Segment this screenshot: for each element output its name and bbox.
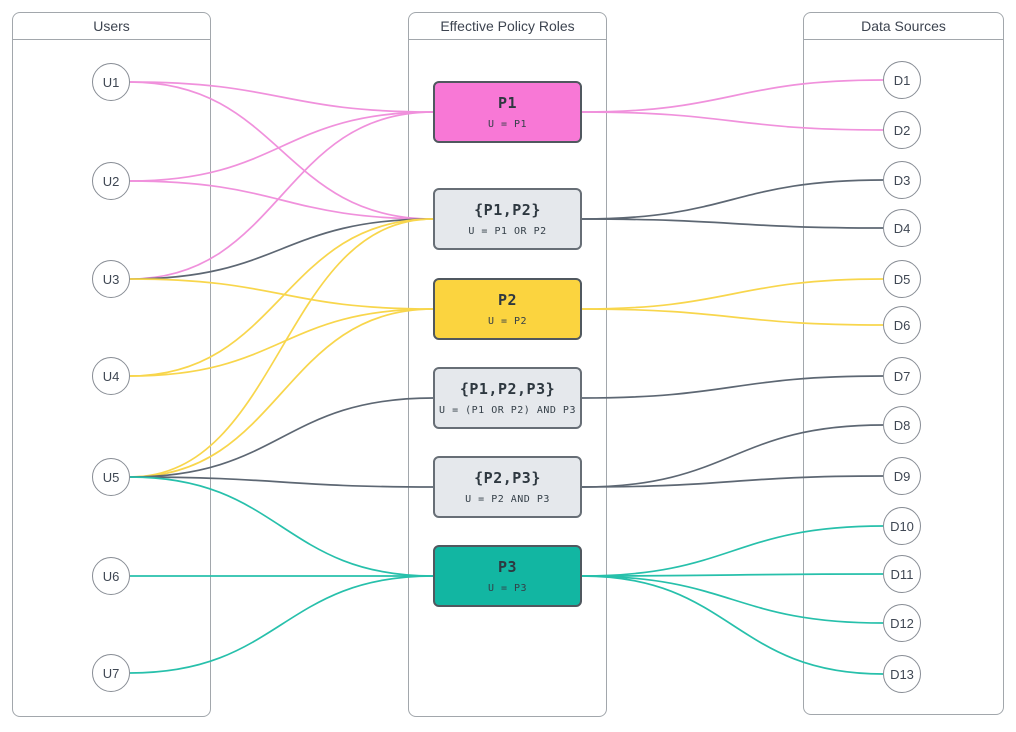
user-node-label: U4 bbox=[102, 368, 120, 384]
role-title: {P2,P3} bbox=[474, 469, 541, 487]
source-node-label: D1 bbox=[893, 72, 911, 88]
role-box-R_P1[interactable]: P1 U = P1 bbox=[433, 81, 582, 143]
source-node-label: D7 bbox=[893, 368, 911, 384]
source-node-D10[interactable]: D10 bbox=[883, 507, 921, 545]
role-title: P2 bbox=[497, 291, 518, 309]
user-node-U6[interactable]: U6 bbox=[92, 557, 130, 595]
source-node-D7[interactable]: D7 bbox=[883, 357, 921, 395]
source-node-label: D5 bbox=[893, 271, 911, 287]
source-node-D5[interactable]: D5 bbox=[883, 260, 921, 298]
source-node-label: D6 bbox=[893, 317, 911, 333]
role-subtitle: U = P2 bbox=[487, 316, 528, 327]
source-node-D6[interactable]: D6 bbox=[883, 306, 921, 344]
user-node-label: U2 bbox=[102, 173, 120, 189]
user-node-U4[interactable]: U4 bbox=[92, 357, 130, 395]
user-node-label: U6 bbox=[102, 568, 120, 584]
source-node-label: D9 bbox=[893, 468, 911, 484]
source-node-D3[interactable]: D3 bbox=[883, 161, 921, 199]
roles-panel-title: Effective Policy Roles bbox=[409, 13, 606, 40]
source-node-label: D8 bbox=[893, 417, 911, 433]
user-node-label: U5 bbox=[102, 469, 120, 485]
role-title: P1 bbox=[497, 94, 518, 112]
source-node-label: D3 bbox=[893, 172, 911, 188]
source-node-D13[interactable]: D13 bbox=[883, 655, 921, 693]
role-title: P3 bbox=[497, 558, 518, 576]
source-node-D2[interactable]: D2 bbox=[883, 111, 921, 149]
role-subtitle: U = P2 AND P3 bbox=[465, 494, 550, 505]
source-node-D11[interactable]: D11 bbox=[883, 555, 921, 593]
role-box-R_P1P2P3[interactable]: {P1,P2,P3} U = (P1 OR P2) AND P3 bbox=[433, 367, 582, 429]
role-subtitle: U = P1 OR P2 bbox=[468, 226, 547, 237]
role-box-R_P3[interactable]: P3 U = P3 bbox=[433, 545, 582, 607]
source-node-D9[interactable]: D9 bbox=[883, 457, 921, 495]
role-box-R_P1P2[interactable]: {P1,P2} U = P1 OR P2 bbox=[433, 188, 582, 250]
users-panel-title: Users bbox=[13, 13, 210, 40]
role-subtitle: U = (P1 OR P2) AND P3 bbox=[439, 405, 576, 416]
user-node-label: U3 bbox=[102, 271, 120, 287]
user-node-label: U1 bbox=[102, 74, 120, 90]
source-node-D1[interactable]: D1 bbox=[883, 61, 921, 99]
role-title: {P1,P2} bbox=[474, 201, 541, 219]
role-subtitle: U = P3 bbox=[487, 583, 528, 594]
role-box-R_P2[interactable]: P2 U = P2 bbox=[433, 278, 582, 340]
source-node-label: D10 bbox=[890, 518, 914, 534]
source-node-label: D2 bbox=[893, 122, 911, 138]
user-node-U5[interactable]: U5 bbox=[92, 458, 130, 496]
user-node-U3[interactable]: U3 bbox=[92, 260, 130, 298]
source-node-D8[interactable]: D8 bbox=[883, 406, 921, 444]
user-node-U1[interactable]: U1 bbox=[92, 63, 130, 101]
source-node-label: D12 bbox=[890, 615, 914, 631]
sources-panel-title: Data Sources bbox=[804, 13, 1003, 40]
source-node-D12[interactable]: D12 bbox=[883, 604, 921, 642]
role-subtitle: U = P1 bbox=[487, 119, 528, 130]
source-node-D4[interactable]: D4 bbox=[883, 209, 921, 247]
user-node-U2[interactable]: U2 bbox=[92, 162, 130, 200]
source-node-label: D11 bbox=[890, 566, 914, 582]
role-title: {P1,P2,P3} bbox=[459, 380, 556, 398]
source-node-label: D4 bbox=[893, 220, 911, 236]
source-node-label: D13 bbox=[890, 666, 914, 682]
role-box-R_P2P3[interactable]: {P2,P3} U = P2 AND P3 bbox=[433, 456, 582, 518]
user-node-label: U7 bbox=[102, 665, 120, 681]
user-node-U7[interactable]: U7 bbox=[92, 654, 130, 692]
